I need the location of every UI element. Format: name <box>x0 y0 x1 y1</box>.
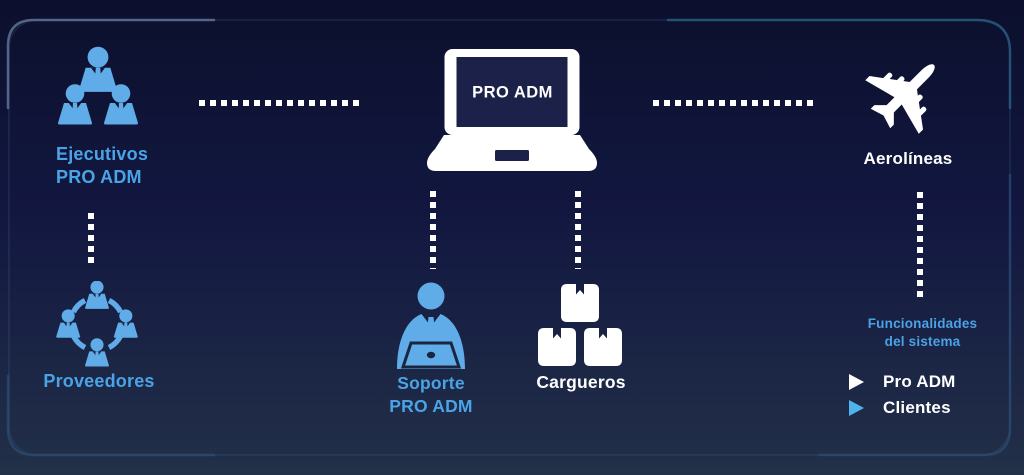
laptop-screen <box>456 57 568 127</box>
dotted-connector-ejecutivos-proveedores <box>88 213 94 264</box>
legend-item-clientes: Clientes <box>849 395 956 421</box>
soporte-label-line2: PRO ADM <box>389 396 473 417</box>
ejecutivos-label-line2: PRO ADM <box>56 167 142 188</box>
laptop-trackpad-notch <box>495 150 529 161</box>
soporte-label-line1: Soporte <box>397 373 465 393</box>
org-people-icon <box>58 46 138 125</box>
legend-title-line2: del sistema <box>884 333 961 349</box>
legend-title-line1: Funcionalidades <box>867 316 978 331</box>
legend-item-clientes-label: Clientes <box>883 398 951 417</box>
cargueros-label: Cargueros <box>536 372 626 392</box>
dotted-connector-laptop-aerolineas <box>653 100 814 106</box>
legend-title: Funcionalidades del sistema <box>850 315 995 350</box>
ejecutivos-label-line1: Ejecutivos <box>56 144 149 164</box>
proveedores-label: Proveedores <box>43 371 155 391</box>
legend: Pro ADM Clientes <box>849 369 956 421</box>
dotted-connector-laptop-soporte <box>430 191 436 269</box>
soporte-label: Soporte PRO ADM <box>376 372 486 418</box>
laptop-icon: PRO ADM <box>427 49 597 171</box>
support-agent-icon <box>397 282 465 369</box>
legend-marker-clientes-icon <box>849 400 864 416</box>
airplane-icon <box>865 64 935 134</box>
aerolineas-label: Aerolíneas <box>863 149 953 168</box>
legend-marker-pro-adm-icon <box>849 374 864 390</box>
laptop-screen-text: PRO ADM <box>472 84 553 102</box>
dotted-connector-laptop-cargueros <box>575 191 581 269</box>
dotted-connector-ejecutivos-laptop <box>199 100 362 106</box>
legend-item-pro-adm-label: Pro ADM <box>883 372 956 391</box>
ejecutivos-label: Ejecutivos PRO ADM <box>56 143 148 190</box>
legend-item-pro-adm: Pro ADM <box>849 369 956 395</box>
cargo-boxes-icon <box>538 284 622 366</box>
dotted-connector-aerolineas-legend <box>917 192 923 302</box>
people-circle-icon <box>56 281 138 367</box>
